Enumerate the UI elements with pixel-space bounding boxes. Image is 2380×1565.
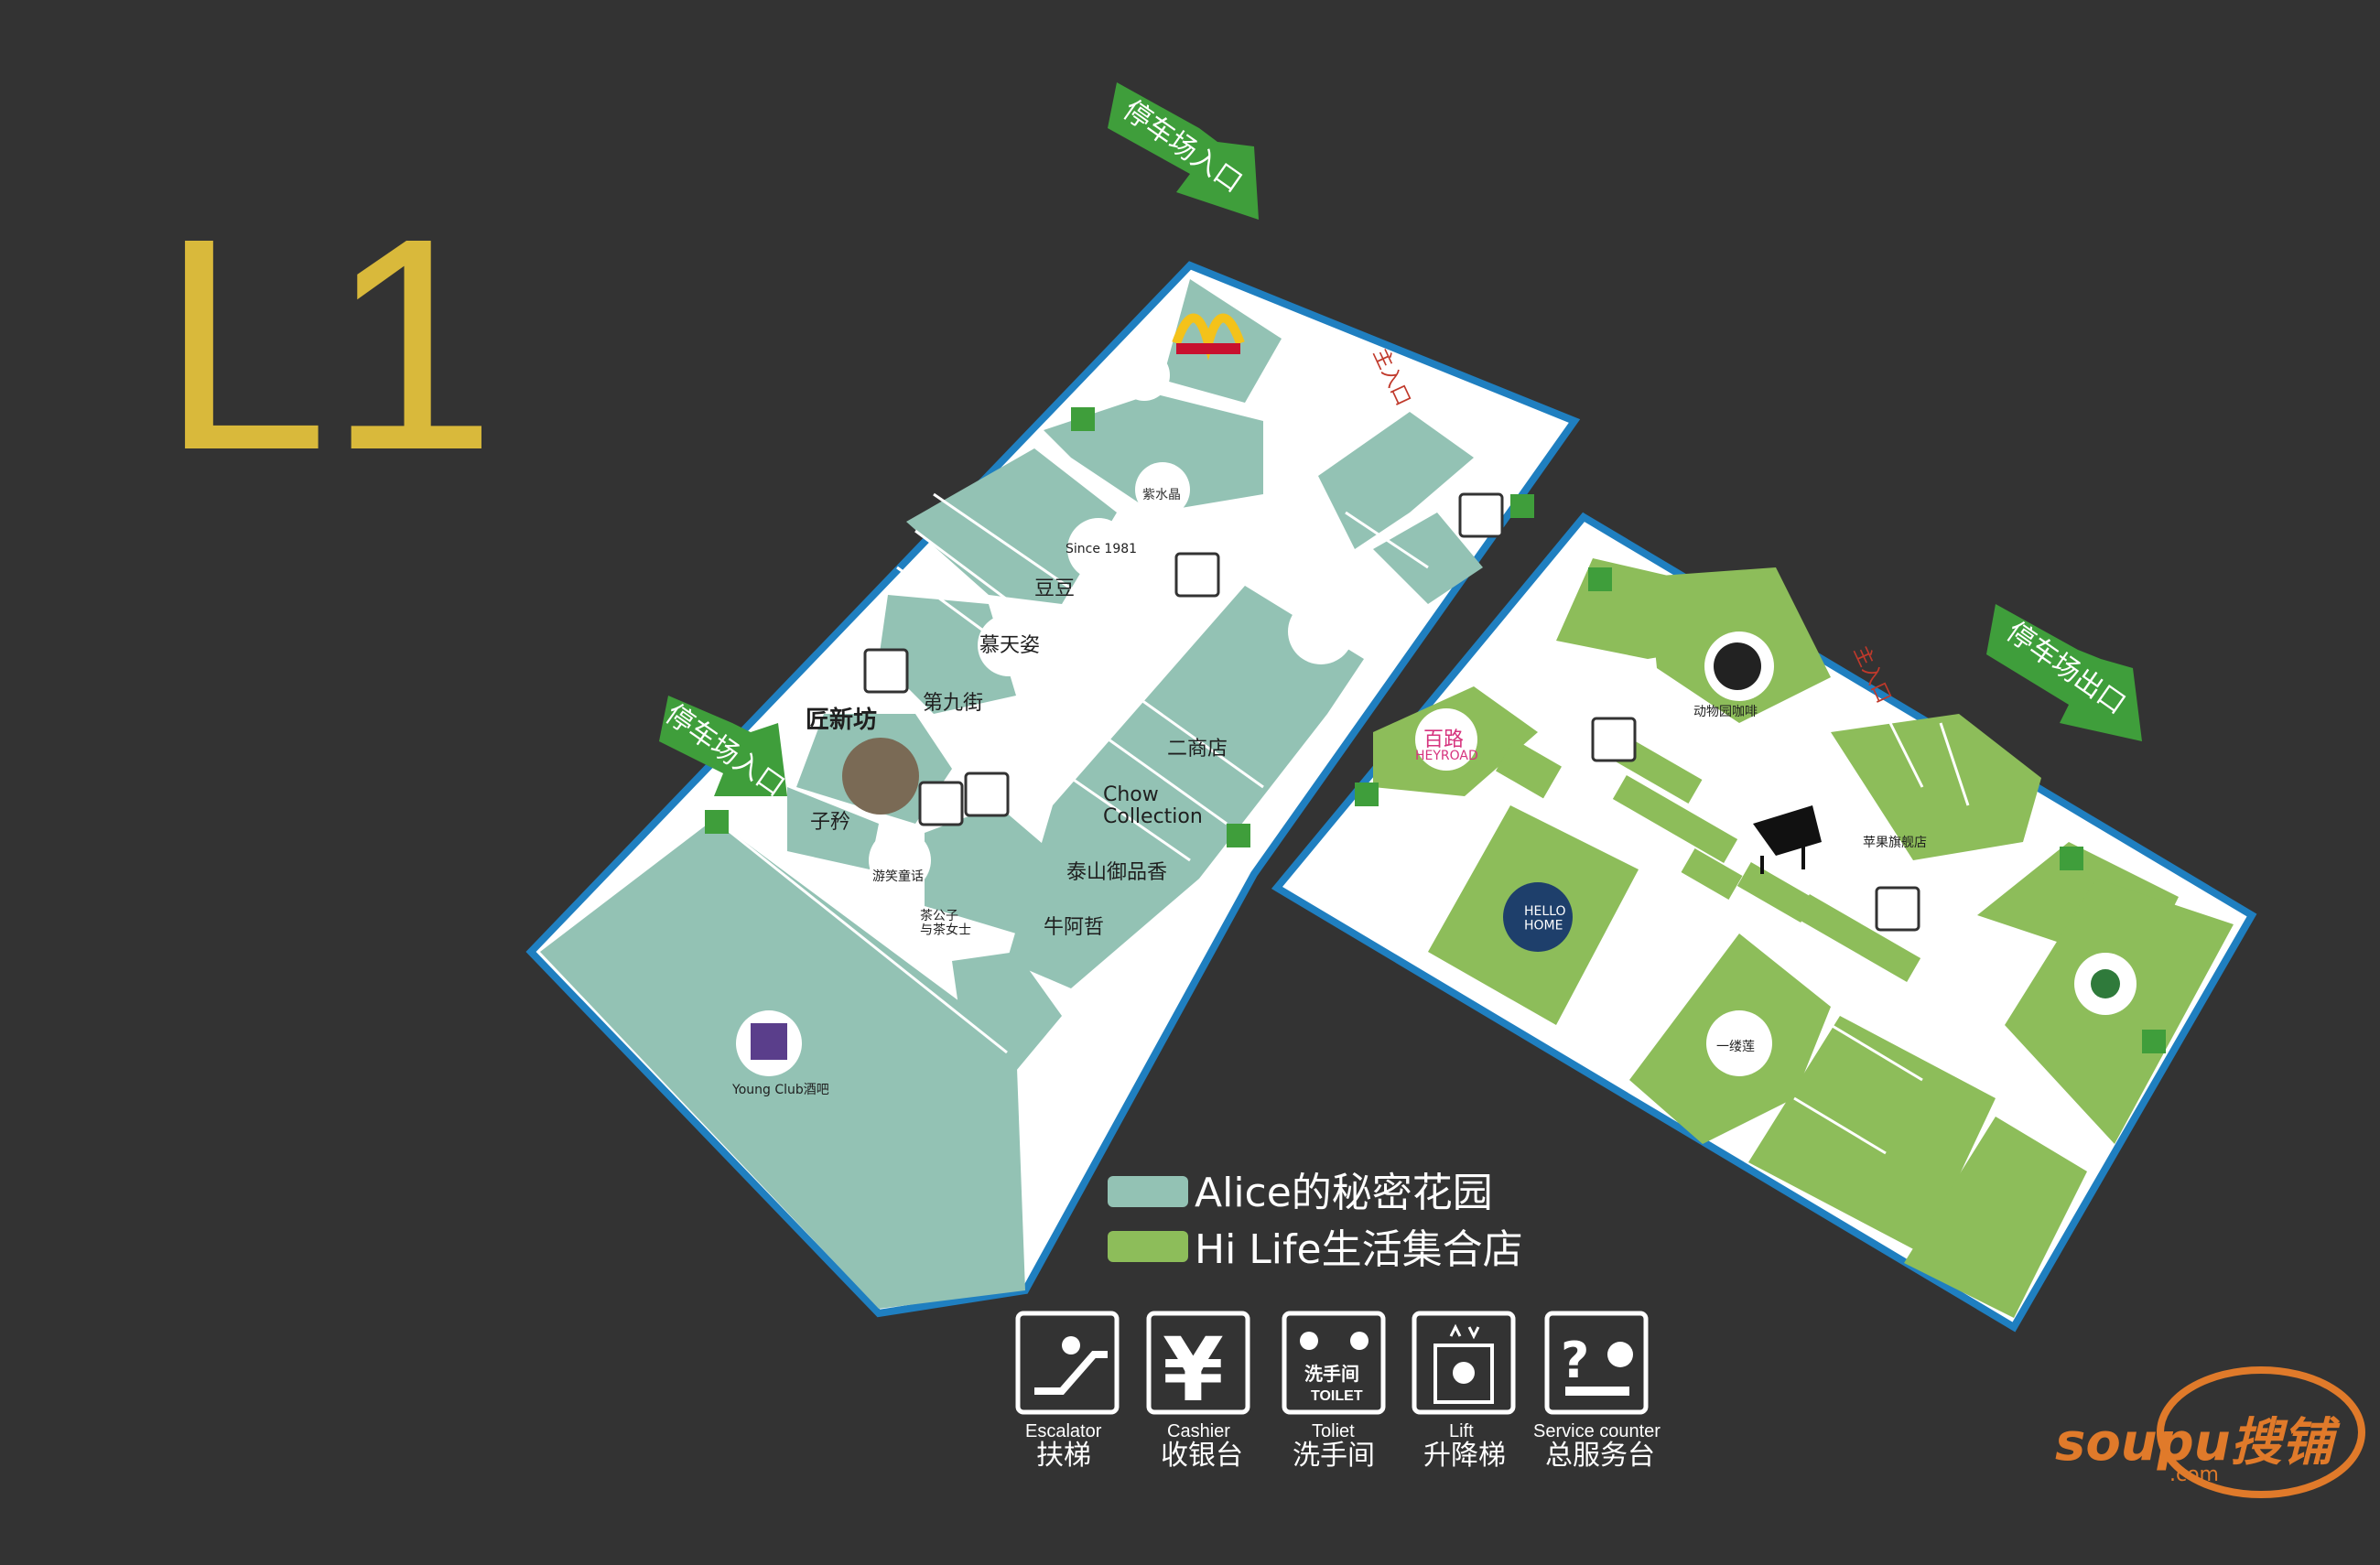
map-escalator-icon [1591, 717, 1637, 762]
exit-icon [1588, 567, 1612, 591]
store-mutianzi[interactable]: 慕天姿 [979, 634, 1040, 657]
service-counter-icon: ? [1544, 1311, 1649, 1415]
toilet-icon: 洗手间 TOILET [1282, 1311, 1386, 1415]
legend-service-zh: 总服务台 [1545, 1440, 1655, 1472]
map-lift-icon [1458, 492, 1504, 538]
watermark-sub: .com [2169, 1463, 2219, 1486]
exit-icon [1355, 782, 1379, 806]
map-service-icon [918, 781, 964, 826]
store-heyroad-en: HEYROAD [1415, 749, 1478, 763]
store-yiluolian[interactable]: 一缕莲 [1716, 1040, 1755, 1054]
legend-toilet-en: Toliet [1312, 1421, 1355, 1441]
store-zishuijing[interactable]: 紫水晶 [1142, 488, 1181, 502]
shop-hl-block-c[interactable] [1904, 1117, 2087, 1318]
store-zijin[interactable]: 子矜 [810, 811, 850, 834]
store-apple[interactable]: 苹果旗舰店 [1863, 836, 1927, 850]
shop-block-a[interactable] [1044, 394, 1263, 513]
shop-block-h[interactable] [952, 952, 1062, 1071]
store-douodou[interactable]: 豆豆 [1034, 577, 1075, 600]
map-escalator-icon [1174, 552, 1220, 598]
parking-entry-arrow-top: 停车场入口 [1108, 82, 1259, 220]
legend-toilet-zh: 洗手间 [1293, 1440, 1375, 1472]
legend-escalator-en: Escalator [1025, 1421, 1102, 1441]
legend-swatch-hilife [1108, 1231, 1188, 1262]
young-club-logo [751, 1023, 787, 1060]
store-youle[interactable]: 游笑童话 [872, 869, 924, 884]
legend-service-en: Service counter [1533, 1421, 1661, 1441]
exit-icon [2142, 1030, 2166, 1053]
hilife-zone [1271, 512, 2257, 1333]
shop-block-j[interactable] [1373, 513, 1483, 604]
legend-swatch-alice [1108, 1176, 1188, 1207]
watermark: soupu搜铺 .com [2055, 1366, 2365, 1498]
legend-cashier-zh: 收银台 [1161, 1440, 1243, 1472]
exit-icon [2060, 847, 2083, 870]
svg-text:TOILET: TOILET [1311, 1388, 1363, 1404]
store-taishan[interactable]: 泰山御品香 [1066, 861, 1167, 884]
shop-block-e[interactable] [787, 787, 879, 869]
store-young-club[interactable]: Young Club酒吧 [731, 1083, 829, 1097]
legend-escalator-zh: 扶梯 [1036, 1440, 1091, 1472]
cashier-icon: ¥ [1146, 1311, 1250, 1421]
shop-hl-block-d[interactable] [1831, 714, 2041, 860]
exit-icon [1510, 494, 1534, 518]
map-escalator-icon [964, 772, 1010, 817]
shop-mcdonalds[interactable] [1163, 279, 1282, 403]
icon-legend: Escalator 扶梯 ¥ Cashier 收银台 洗手间 TOILET To… [1015, 1311, 1661, 1472]
shop-block-c[interactable] [879, 595, 1016, 714]
piano-icon [1753, 805, 1822, 874]
store-zoo-coffee[interactable]: 动物园咖啡 [1693, 705, 1758, 719]
map-icons [863, 492, 1920, 932]
store-chagongzi[interactable]: 茶公子与茶女士 [920, 909, 971, 937]
store-jiangxinfang[interactable]: 匠新坊 [806, 706, 877, 734]
exit-icon [1071, 407, 1095, 431]
store-niuazhe[interactable]: 牛阿哲 [1044, 916, 1104, 939]
legend-label-alice: Alice的秘密花园 [1195, 1170, 1493, 1216]
svg-text:洗手间: 洗手间 [1304, 1363, 1359, 1385]
legend-label-hilife: Hi Life生活集合店 [1195, 1226, 1523, 1273]
escalator-icon [1015, 1311, 1120, 1415]
exit-icon [705, 810, 729, 834]
lift-icon [1412, 1311, 1516, 1415]
map-escalator-icon [1875, 886, 1920, 932]
parking-exit-arrow-right: 停车场出口 [1986, 604, 2142, 741]
map-lift-icon [863, 648, 909, 694]
legend-lift-en: Lift [1449, 1421, 1474, 1441]
exit-icon [1227, 824, 1250, 847]
shop-block-g[interactable] [1007, 586, 1364, 988]
store-ershangdian[interactable]: 二商店 [1167, 738, 1228, 761]
exit-icons [705, 407, 2166, 1053]
store-since1981[interactable]: Since 1981 [1066, 542, 1137, 556]
watermark-text: soupu搜铺 [2055, 1413, 2341, 1473]
floor-label: L1 [160, 175, 496, 513]
svg-text:¥: ¥ [1163, 1319, 1224, 1421]
shop-hl-block-b[interactable] [1748, 1016, 1996, 1254]
mcdonalds-logo [1172, 313, 1245, 361]
svg-text:?: ? [1561, 1332, 1589, 1389]
logo-circles: 紫水晶 Since 1981 慕天姿 游笑童话 动物园咖啡 百路 HEYROAD… [736, 350, 2137, 1076]
legend-cashier-en: Cashier [1167, 1421, 1230, 1441]
shop-block-i[interactable] [1318, 412, 1474, 549]
jiangxinfang-photo [842, 738, 919, 815]
store-dijiujie[interactable]: 第九街 [923, 692, 983, 715]
store-heyroad[interactable]: 百路 [1423, 729, 1464, 751]
zone-legend: Alice的秘密花园 Hi Life生活集合店 [1108, 1170, 1523, 1273]
legend-lift-zh: 升降梯 [1423, 1440, 1506, 1472]
